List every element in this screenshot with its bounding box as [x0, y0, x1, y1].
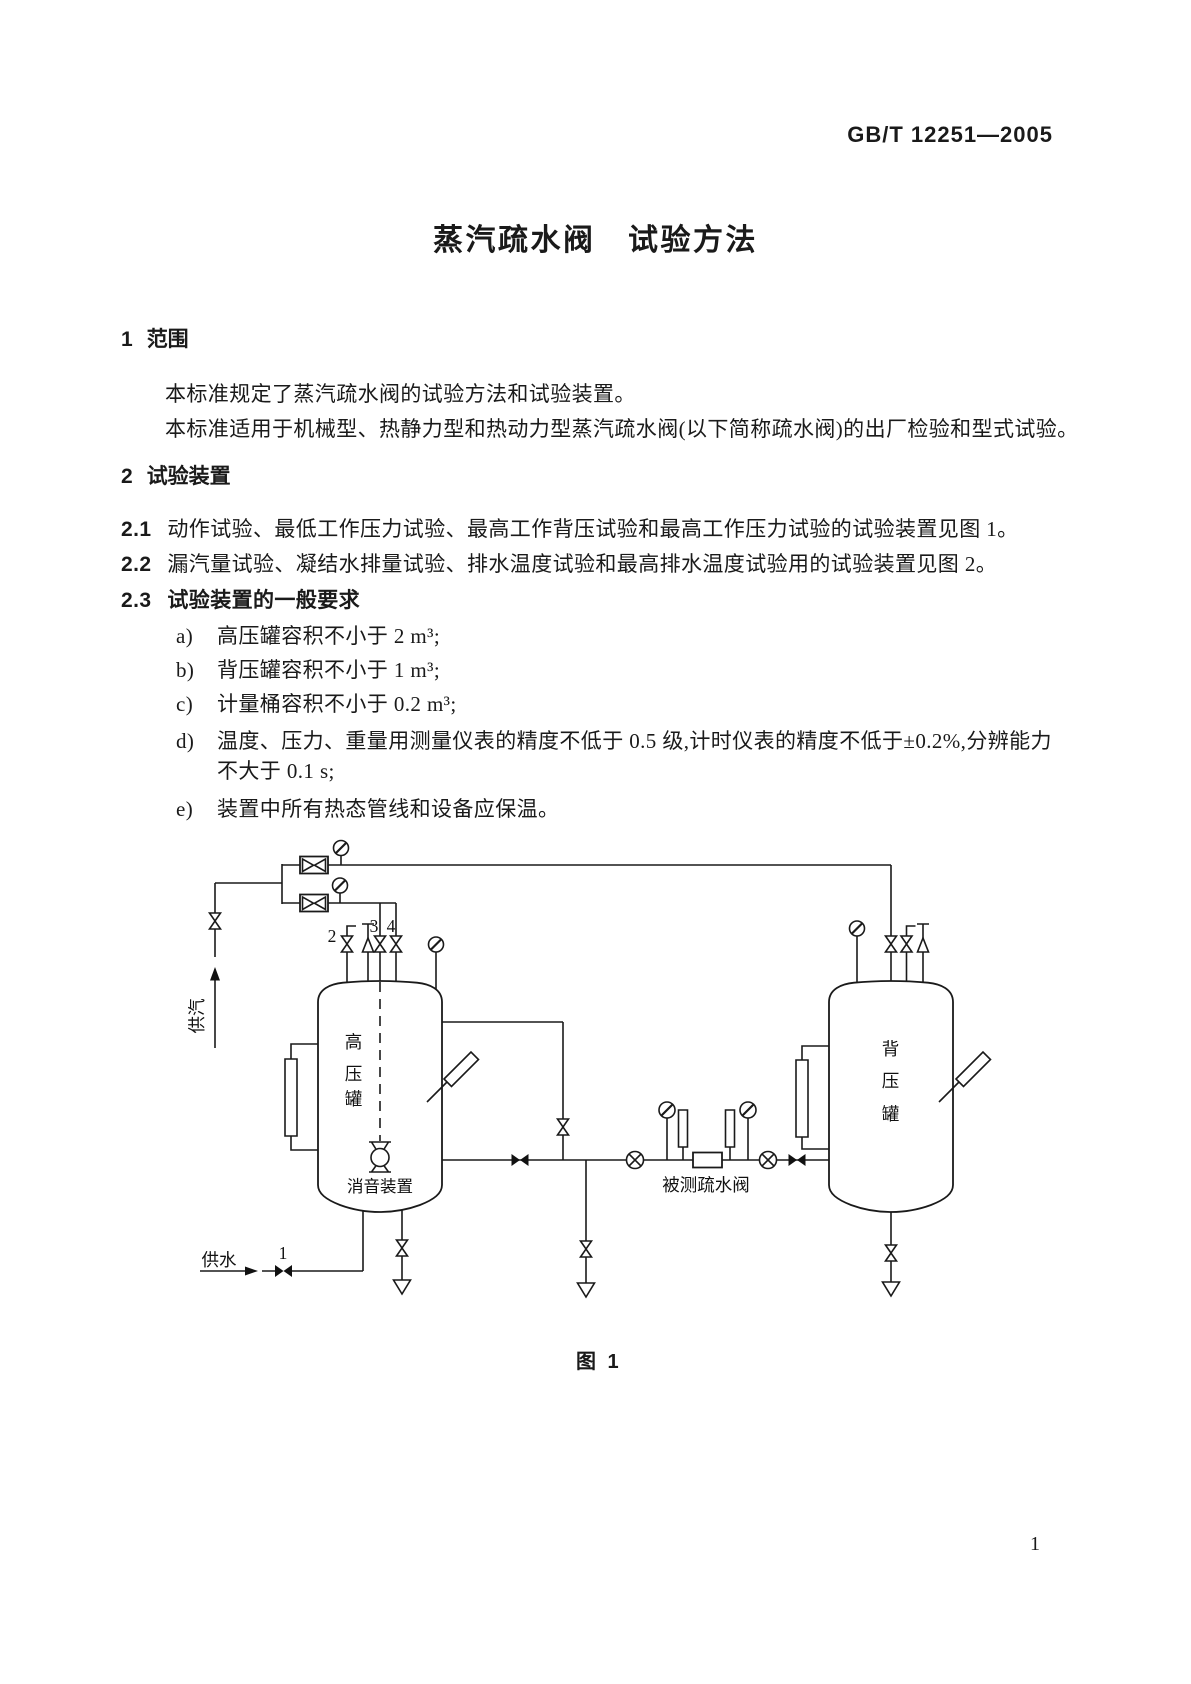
water-supply-valve-1-icon: [275, 1265, 292, 1277]
clause-2-2: 2.2 漏汽量试验、凝结水排量试验、排水温度试验和最高排水温度试验用的试验装置见图…: [121, 552, 998, 576]
list-item-a: a): [176, 626, 193, 647]
section-1-heading: 1 范围: [121, 329, 189, 350]
valve-3-number-label: 3: [370, 916, 379, 936]
safety-valve-right-icon: [917, 924, 929, 952]
clause-2-1: 2.1 动作试验、最低工作压力试验、最高工作背压试验和最高工作压力试验的试验装置见…: [121, 517, 1019, 541]
pipe-union-right-icon: [760, 1152, 777, 1169]
right-drain-valve-icon: [886, 1245, 897, 1261]
clause-2-1-text: 动作试验、最低工作压力试验、最高工作背压试验和最高工作压力试验的试验装置见图 1…: [167, 517, 1019, 541]
trap-under-test: [693, 1153, 722, 1168]
clause-2-2-text: 漏汽量试验、凝结水排量试验、排水温度试验和最高排水温度试验用的试验装置见图 2。: [167, 552, 998, 576]
back-tank-label-char3: 罐: [882, 1104, 900, 1124]
middle-drain-valve-icon: [581, 1241, 592, 1257]
steam-flow-arrow-icon: [210, 967, 220, 981]
list-item-a-marker: a): [176, 624, 194, 648]
high-pressure-tank: 高 压 罐 消音装置: [318, 981, 442, 1212]
test-line-inlet-valve-icon: [511, 1154, 529, 1166]
list-item-e-marker: e): [176, 797, 194, 821]
section-1-title: 范围: [146, 328, 189, 351]
clause-2-3-number: 2.3: [121, 589, 152, 612]
paragraph-scope-2: 本标准适用于机械型、热静力型和热动力型蒸汽疏水阀(以下简称疏水阀)的出厂检验和型…: [165, 417, 1079, 441]
thermometer-right-icon: [939, 1052, 991, 1102]
valve-4-number-label: 4: [387, 916, 396, 936]
tank-inlet-valve-2-icon: [342, 926, 357, 952]
tank-inlet-valve-3-icon: [375, 936, 386, 952]
water-flow-arrow-icon: [200, 1266, 258, 1276]
back-tank-inlet-valve-icon: [886, 936, 897, 952]
list-item-b-marker: b): [176, 658, 195, 682]
safety-valve-left-icon: [362, 924, 374, 952]
steam-supply-valve-icon: [210, 913, 221, 929]
muffler-label: 消音装置: [347, 1177, 413, 1196]
water-supply-label: 供水: [202, 1250, 237, 1270]
clause-2-2-number: 2.2: [121, 553, 152, 576]
pressure-reducing-valve-top-icon: [300, 857, 328, 874]
page-title: 蒸汽疏水阀 试验方法: [433, 224, 758, 257]
pipe-union-left-icon: [627, 1152, 644, 1169]
section-2-heading: 2 试验装置: [121, 466, 231, 487]
paragraph-scope-1: 本标准规定了蒸汽疏水阀的试验方法和试验装置。: [165, 382, 636, 406]
pressure-reducing-valve-bottom-icon: [300, 895, 328, 912]
drain-outlet-icons: [394, 1280, 900, 1297]
figure-1-caption: 图 1: [576, 1351, 619, 1373]
standard-code: GB/T 12251—2005: [847, 122, 1053, 147]
trap-under-test-label: 被测疏水阀: [662, 1175, 750, 1195]
bypass-valve-icon: [558, 1119, 569, 1135]
list-item-d-text-2: 不大于 0.1 s;: [217, 759, 335, 783]
list-item-d: d): [176, 731, 194, 752]
level-gauge-right: [796, 1046, 829, 1149]
list-item-c-text: 计量桶容积不小于 0.2 m³;: [217, 692, 457, 716]
clause-2-3-text: 试验装置的一般要求: [167, 589, 361, 612]
tank-inlet-valve-4-icon: [391, 936, 402, 952]
list-item-e-text: 装置中所有热态管线和设备应保温。: [217, 797, 560, 821]
thermometer-left-icon: [427, 1052, 479, 1102]
muffler-icon: [369, 1142, 391, 1172]
section-2-number: 2: [121, 465, 133, 488]
high-tank-label-char1: 高: [345, 1032, 363, 1052]
high-tank-label-char3: 罐: [345, 1089, 363, 1109]
back-tank-vent-valve-icon: [901, 926, 916, 952]
list-item-d-marker: d): [176, 729, 195, 753]
list-item-c: c): [176, 694, 193, 715]
thermowell-left-icon: [679, 1110, 688, 1147]
back-pressure-tank: 背 压 罐: [829, 981, 953, 1212]
valve-2-number-label: 2: [328, 926, 337, 946]
clause-2-3: 2.3 试验装置的一般要求: [121, 590, 360, 611]
list-item-e: e): [176, 799, 193, 820]
list-item-b: b): [176, 660, 194, 681]
back-tank-label-char1: 背: [882, 1039, 900, 1059]
left-drain-valve-icon: [397, 1240, 408, 1256]
thermowell-right-icon: [726, 1110, 735, 1147]
section-2-title: 试验装置: [146, 465, 231, 488]
pressure-gauge-icons: [333, 841, 865, 1119]
valve-1-number-label: 1: [279, 1243, 288, 1263]
clause-2-1-number: 2.1: [121, 518, 152, 541]
list-item-a-text: 高压罐容积不小于 2 m³;: [217, 624, 441, 648]
list-item-b-text: 背压罐容积不小于 1 m³;: [217, 658, 441, 682]
high-tank-label-char2: 压: [345, 1064, 363, 1084]
test-line-outlet-valve-icon: [788, 1154, 806, 1166]
page-number: 1: [1030, 1533, 1040, 1555]
level-gauge-left: [285, 1044, 318, 1150]
section-1-number: 1: [121, 328, 133, 351]
back-tank-label-char2: 压: [882, 1071, 900, 1091]
list-item-c-marker: c): [176, 692, 194, 716]
list-item-d-text: 温度、压力、重量用测量仪表的精度不低于 0.5 级,计时仪表的精度不低于±0.2…: [217, 729, 1052, 753]
steam-supply-label: 供汽: [187, 999, 207, 1034]
